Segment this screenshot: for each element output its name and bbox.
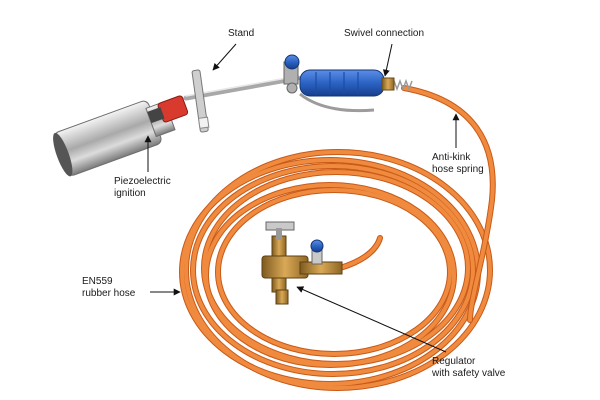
label-hose-line1: EN559: [82, 276, 113, 287]
trigger-lever: [299, 92, 375, 113]
regulator-arrow: [296, 286, 447, 353]
handle: [299, 69, 395, 97]
label-rubber-hose: EN559 rubber hose: [82, 276, 135, 300]
label-stand: Stand: [228, 28, 254, 40]
stand-arrow: [212, 43, 237, 71]
rubber-hose-coil: [179, 85, 496, 391]
label-piezo-ignition: Piezoelectric ignition: [114, 176, 171, 200]
label-piezo-line2: ignition: [114, 188, 146, 199]
piezo-ignition-unit: [147, 95, 189, 124]
label-antikink-line1: Anti-kink: [432, 152, 471, 163]
torch: [53, 54, 395, 177]
swivel-valve: [283, 54, 300, 94]
label-antikink-line2: hose spring: [432, 164, 484, 175]
label-swivel-connection: Swivel connection: [344, 28, 424, 40]
label-stand-text: Stand: [228, 28, 255, 39]
stand: [191, 69, 210, 133]
regulator: [261, 221, 343, 305]
label-piezo-line1: Piezoelectric: [114, 176, 171, 187]
label-regulator-line2: with safety valve: [432, 368, 506, 379]
label-anti-kink: Anti-kink hose spring: [432, 152, 484, 176]
swivel-arrow: [382, 43, 393, 77]
label-regulator: Regulator with safety valve: [432, 356, 505, 380]
label-regulator-line1: Regulator: [432, 356, 476, 367]
label-hose-line2: rubber hose: [82, 288, 136, 299]
label-swivel-text: Swivel connection: [344, 28, 425, 39]
